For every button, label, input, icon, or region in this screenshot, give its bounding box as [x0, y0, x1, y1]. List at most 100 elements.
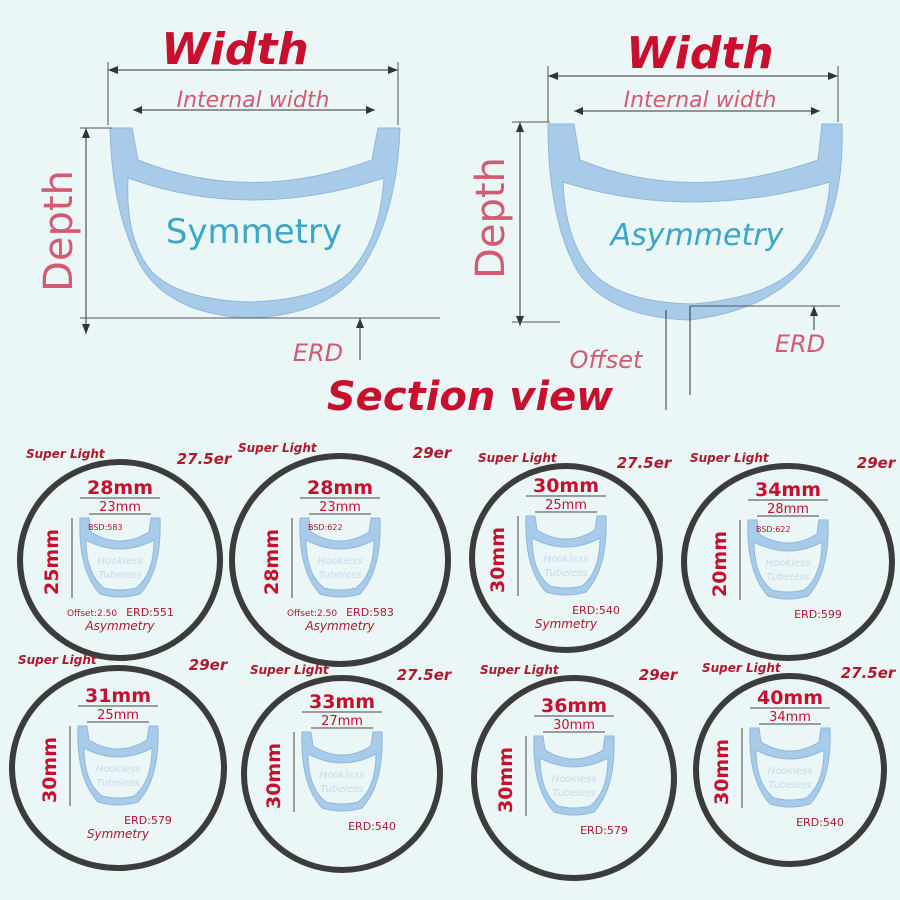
weight-label: Super Light [238, 441, 318, 455]
bsd-label: BSD:583 [88, 523, 123, 532]
rim-width-label: 28mm [87, 477, 153, 499]
rim-depth-label: 30mm [495, 747, 517, 813]
size-label: 29er [857, 454, 897, 472]
internal-width-label: Internal width [177, 88, 330, 113]
rim-depth-label: 20mm [709, 531, 731, 597]
rim-internal-label: 25mm [545, 498, 587, 513]
rim-internal-label: 27mm [321, 714, 363, 729]
width-title-2: Width [626, 28, 773, 79]
tire-ring [469, 463, 663, 653]
rim-profile [77, 725, 159, 806]
rim-internal-label: 23mm [99, 500, 141, 515]
tire-ring [17, 459, 223, 661]
erd-label: ERD:540 [796, 816, 844, 829]
hookless-label: Hookless [96, 764, 141, 775]
section-asymmetry: Width Internal width Depth Asymmetry Off… [468, 28, 843, 410]
tubeless-label: Tubeless [766, 572, 809, 583]
size-label: 29er [413, 444, 453, 462]
tubeless-label: Tubeless [318, 570, 361, 581]
profile-label-asymmetry: Asymmetry [609, 218, 785, 253]
rim-depth-label: 30mm [487, 527, 509, 593]
weight-label: Super Light [690, 451, 770, 465]
rim-profile [749, 727, 831, 808]
rim-width-label: 33mm [309, 691, 375, 713]
tubeless-label: Tubeless [544, 568, 587, 579]
erd-label: ERD:583 [346, 606, 394, 619]
rim-internal-label: 34mm [769, 710, 811, 725]
tire-ring [241, 675, 443, 873]
rim-width-label: 30mm [533, 475, 599, 497]
size-label: 27.5er [177, 450, 233, 468]
rim-width-label: 28mm [307, 477, 373, 499]
offset-label: Offset [570, 346, 644, 374]
section-view-title: Section view [327, 374, 614, 420]
hookless-label: Hookless [318, 556, 363, 567]
erd-label-2: ERD [775, 330, 825, 358]
tire-ring [229, 453, 451, 667]
hookless-label: Hookless [552, 774, 597, 785]
erd-label: ERD:599 [794, 608, 842, 621]
rim-width-label: 31mm [85, 685, 151, 707]
hookless-label: Hookless [320, 770, 365, 781]
rim-profile-symmetry [109, 127, 401, 319]
size-label: 27.5er [617, 454, 673, 472]
hookless-label: Hookless [766, 558, 811, 569]
tubeless-label: Tubeless [768, 780, 811, 791]
rim-profile [747, 519, 829, 600]
tire-ring [9, 665, 227, 871]
erd-label: ERD [293, 339, 343, 367]
rim-depth-label: 30mm [263, 743, 285, 809]
rim-profile [79, 517, 161, 598]
size-label: 27.5er [841, 664, 897, 682]
rim-profile [533, 735, 615, 816]
erd-label: ERD:579 [580, 824, 628, 837]
profile-label-symmetry: Symmetry [166, 212, 342, 252]
erd-label: ERD:551 [126, 606, 174, 619]
rim-internal-label: 28mm [767, 502, 809, 517]
rim-depth-label: 28mm [261, 529, 283, 595]
weight-label: Super Light [250, 663, 330, 677]
rim-profile-asymmetry [547, 123, 843, 321]
erd-label: ERD:540 [348, 820, 396, 833]
profile-label: Asymmetry [84, 619, 155, 633]
rim-depth-label: 25mm [41, 529, 63, 595]
depth-label-2: Depth [468, 157, 514, 279]
tubeless-label: Tubeless [96, 778, 139, 789]
rim-internal-label: 30mm [553, 718, 595, 733]
rim-width-label: 36mm [541, 695, 607, 717]
weight-label: Super Light [480, 663, 560, 677]
offset-label: Offset:2.50 [287, 609, 337, 619]
hookless-label: Hookless [98, 556, 143, 567]
offset-label: Offset:2.50 [67, 609, 117, 619]
profile-label: Symmetry [87, 827, 150, 841]
rim-profile [299, 517, 381, 598]
tubeless-label: Tubeless [98, 570, 141, 581]
width-title: Width [161, 24, 308, 75]
rim-width-label: 40mm [757, 687, 823, 709]
erd-label: ERD:579 [124, 814, 172, 827]
rim-depth-label: 30mm [39, 737, 61, 803]
weight-label: Super Light [478, 451, 558, 465]
tubeless-label: Tubeless [552, 788, 595, 799]
size-label: 29er [189, 656, 229, 674]
weight-label: Super Light [26, 447, 106, 461]
rim-profile [301, 731, 383, 812]
rim-profile [525, 515, 607, 596]
section-symmetry: Width Internal width Depth Symmetry ERD [36, 24, 440, 367]
size-label: 27.5er [397, 666, 453, 684]
internal-width-label-2: Internal width [624, 88, 777, 113]
profile-label: Symmetry [535, 617, 598, 631]
rim-width-label: 34mm [755, 479, 821, 501]
hookless-label: Hookless [768, 766, 813, 777]
rim-depth-label: 30mm [711, 739, 733, 805]
tire-ring [681, 463, 895, 661]
size-label: 29er [639, 666, 679, 684]
